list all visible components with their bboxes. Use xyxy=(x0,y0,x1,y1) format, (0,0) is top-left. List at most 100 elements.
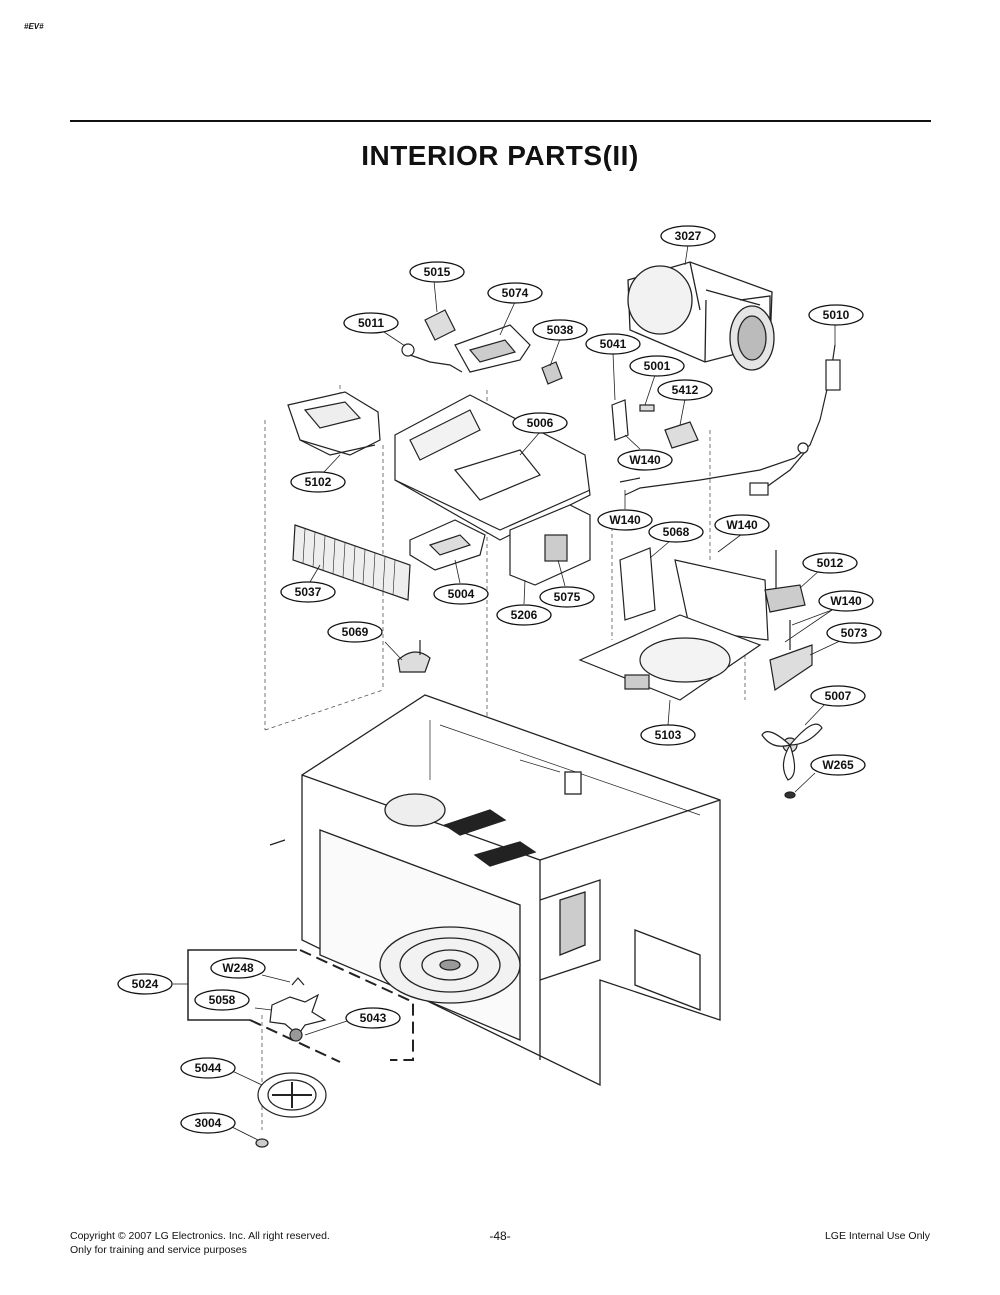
motor-mount-parts xyxy=(764,550,813,692)
callout-bubble xyxy=(409,261,465,283)
page-title: INTERIOR PARTS(II) xyxy=(361,140,639,171)
duct-cover-5102 xyxy=(287,391,381,456)
cover-5069 xyxy=(397,640,431,673)
callout-5058: 5058 xyxy=(194,989,250,1011)
callout-text: 5102 xyxy=(305,475,332,489)
callout-bubble xyxy=(714,514,770,536)
callout-w248: W248 xyxy=(210,957,266,979)
fan-motor-3027 xyxy=(627,261,775,371)
callout-bubble xyxy=(345,1007,401,1029)
footer-left: Copyright © 2007 LG Electronics. Inc. Al… xyxy=(70,1229,330,1257)
callout-bubble xyxy=(640,724,696,746)
callout-text: 5024 xyxy=(132,977,159,991)
callout-5038: 5038 xyxy=(532,319,588,341)
callout-bubble xyxy=(810,754,866,776)
callout-5103: 5103 xyxy=(640,724,696,746)
callout-bubble xyxy=(433,583,489,605)
callout-3027: 3027 xyxy=(660,225,716,247)
callout-text: W140 xyxy=(629,453,661,467)
callout-5006: 5006 xyxy=(512,412,568,434)
callout-bubble xyxy=(487,282,543,304)
control-bracket-5206 xyxy=(509,504,591,586)
callout-bubble xyxy=(660,225,716,247)
callout-text: W248 xyxy=(222,961,254,975)
callout-bubble xyxy=(496,604,552,626)
callout-bubble xyxy=(629,355,685,377)
callout-5041: 5041 xyxy=(585,333,641,355)
callout-text: 5010 xyxy=(823,308,850,322)
callout-text: W140 xyxy=(830,594,862,608)
callout-text: W265 xyxy=(822,758,854,772)
callout-5073: 5073 xyxy=(826,622,882,644)
callout-text: 5103 xyxy=(655,728,682,742)
callout-text: 5011 xyxy=(358,316,384,330)
callout-text: W140 xyxy=(609,513,641,527)
callout-text: 5069 xyxy=(342,625,369,639)
callout-bubble xyxy=(648,521,704,543)
upper-small-parts xyxy=(401,309,563,385)
callout-text: 5012 xyxy=(817,556,844,570)
callout-5010: 5010 xyxy=(808,304,864,326)
callout-5043: 5043 xyxy=(345,1007,401,1029)
callout-bubble xyxy=(802,552,858,574)
callout-bubble xyxy=(617,449,673,471)
callout-text: 5007 xyxy=(825,689,852,703)
oven-cavity xyxy=(269,694,721,1087)
bracket-5004 xyxy=(409,519,486,571)
callout-bubble xyxy=(280,581,336,603)
callout-w265: W265 xyxy=(810,754,866,776)
callout-bubble xyxy=(180,1112,236,1134)
callout-text: W140 xyxy=(726,518,758,532)
callout-text: 5074 xyxy=(502,286,529,300)
callout-bubble xyxy=(810,685,866,707)
callout-text: 5044 xyxy=(195,1061,222,1075)
callout-bubble xyxy=(808,304,864,326)
base-plate-5103 xyxy=(578,547,769,701)
callout-text: 5001 xyxy=(644,359,671,373)
callout-bubble xyxy=(657,379,713,401)
callout-5206: 5206 xyxy=(496,604,552,626)
callout-bubble xyxy=(585,333,641,355)
callout-text: 3027 xyxy=(675,229,702,243)
callout-bubble xyxy=(327,621,383,643)
frame-5006 xyxy=(394,394,591,541)
callout-bubble xyxy=(597,509,653,531)
callout-bubble xyxy=(180,1057,236,1079)
callout-5001: 5001 xyxy=(629,355,685,377)
callout-text: 5004 xyxy=(448,587,475,601)
callout-5412: 5412 xyxy=(657,379,713,401)
callout-5007: 5007 xyxy=(810,685,866,707)
callout-5102: 5102 xyxy=(290,471,346,493)
page-number: -48- xyxy=(489,1229,511,1243)
callout-text: 5058 xyxy=(209,993,236,1007)
callout-text: 5037 xyxy=(295,585,322,599)
filter-5037 xyxy=(292,524,411,601)
callout-text: 5006 xyxy=(527,416,554,430)
callout-text: 5043 xyxy=(360,1011,387,1025)
callout-bubble xyxy=(818,590,874,612)
internal-use-note: LGE Internal Use Only xyxy=(824,1230,930,1242)
callout-bubble xyxy=(539,586,595,608)
callout-5074: 5074 xyxy=(487,282,543,304)
callout-5024: 5024 xyxy=(117,973,173,995)
callout-w140: W140 xyxy=(714,514,770,536)
corner-mark: #EV# xyxy=(24,22,44,31)
title-rule xyxy=(70,120,931,122)
callout-text: 5075 xyxy=(554,590,581,604)
training-note: Only for training and service purposes xyxy=(70,1244,247,1256)
callout-5075: 5075 xyxy=(539,586,595,608)
callout-5015: 5015 xyxy=(409,261,465,283)
callout-5069: 5069 xyxy=(327,621,383,643)
copyright-text: Copyright © 2007 LG Electronics. Inc. Al… xyxy=(70,1230,330,1242)
switch-parts xyxy=(611,399,699,483)
callout-text: 5206 xyxy=(511,608,538,622)
callout-bubble xyxy=(826,622,882,644)
callout-text: 3004 xyxy=(195,1116,222,1130)
power-cord-5010 xyxy=(624,344,841,496)
callout-text: 5015 xyxy=(424,265,451,279)
callout-bubble xyxy=(343,312,399,334)
callout-w140: W140 xyxy=(597,509,653,531)
fan-blade-5007 xyxy=(761,723,823,799)
